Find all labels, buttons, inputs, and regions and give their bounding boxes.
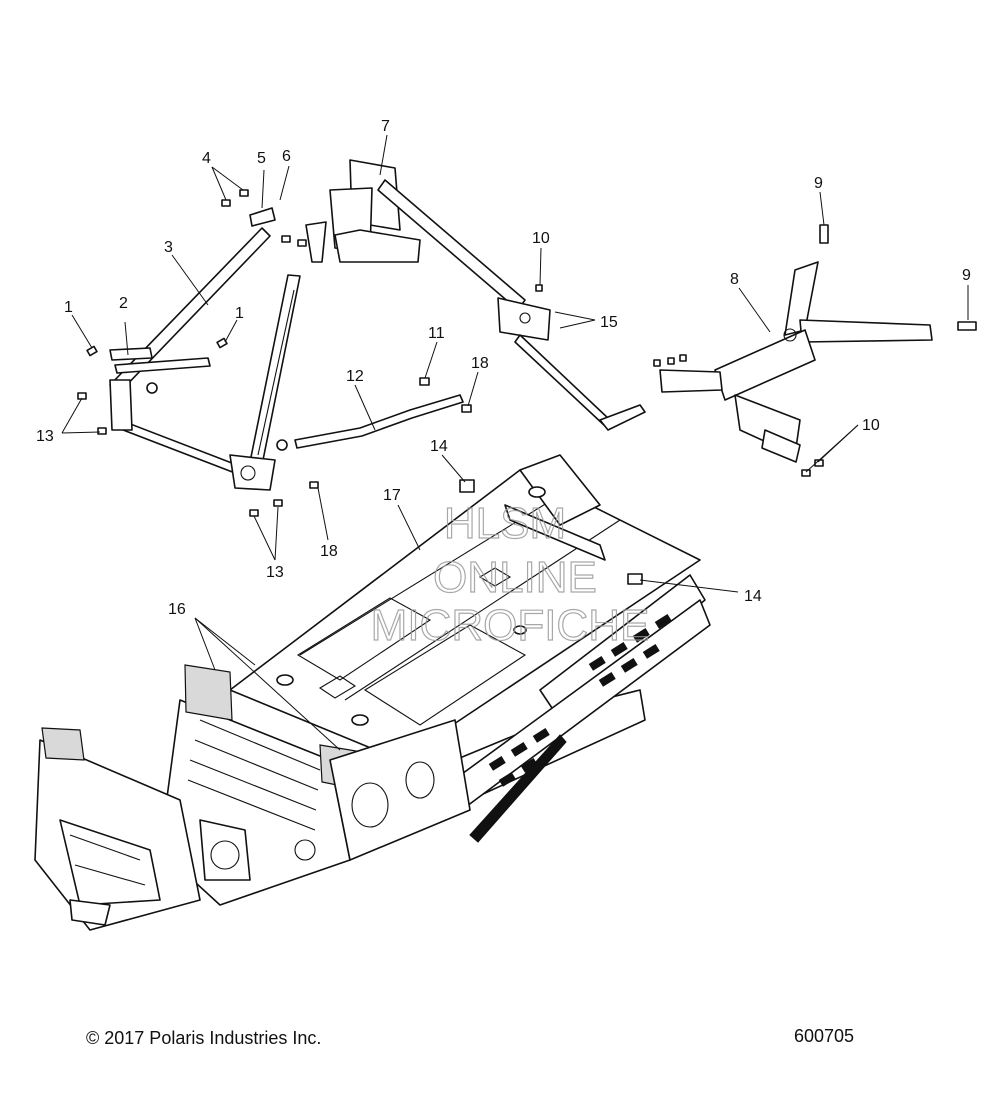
watermark: HLSM ONLINE MICROFICHE [370, 498, 650, 650]
callout-11: 11 [428, 325, 445, 342]
callout-14-top: 14 [430, 438, 448, 455]
callout-1-left: 1 [64, 299, 73, 316]
steering-support-assembly [329, 159, 646, 431]
running-board-holes [488, 614, 672, 787]
callout-10-right: 10 [862, 417, 880, 434]
callout-13-bottom: 13 [266, 564, 284, 581]
callout-17: 17 [383, 487, 401, 504]
figure-number: 600705 [794, 1026, 855, 1046]
callout-labels: 1 2 1 3 4 5 6 7 8 9 9 10 10 11 12 13 13 … [36, 118, 971, 618]
copyright-notice: © 2017 Polaris Industries Inc. [86, 1028, 322, 1048]
callout-10-top: 10 [532, 230, 550, 247]
callout-4: 4 [202, 150, 211, 167]
callout-7: 7 [381, 118, 390, 135]
watermark-line-1: HLSM [444, 499, 566, 548]
chassis-frame [34, 454, 711, 931]
upper-brace-assembly [109, 227, 301, 491]
hardware [77, 189, 977, 585]
callout-14-right: 14 [744, 588, 762, 605]
callout-18-bottom: 18 [320, 543, 338, 560]
part-12-strap [294, 394, 464, 449]
callout-6: 6 [282, 148, 291, 165]
callout-9-right: 9 [962, 267, 971, 284]
callout-16: 16 [168, 601, 186, 618]
watermark-line-2: ONLINE [433, 553, 597, 602]
callout-15: 15 [600, 314, 618, 331]
callout-1-right: 1 [235, 305, 244, 322]
callout-3: 3 [164, 239, 173, 256]
leader-lines [61, 134, 969, 751]
watermark-line-3: MICROFICHE [371, 601, 650, 650]
rear-brace-assembly [659, 261, 933, 463]
callout-18-top: 18 [471, 355, 489, 372]
callout-9-top: 9 [814, 175, 823, 192]
callout-2: 2 [119, 295, 128, 312]
callout-5: 5 [257, 150, 266, 167]
callout-8: 8 [730, 271, 739, 288]
callout-12: 12 [346, 368, 364, 385]
callout-13-left: 13 [36, 428, 54, 445]
